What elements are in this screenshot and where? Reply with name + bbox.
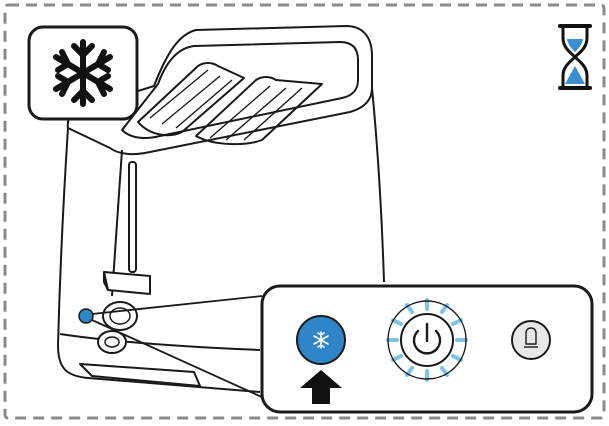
lift-button[interactable] xyxy=(511,320,551,360)
hourglass-icon xyxy=(558,24,592,90)
defrost-button-snowflake-icon xyxy=(313,331,329,349)
power-knob[interactable] xyxy=(386,298,468,382)
lever-track xyxy=(128,161,137,273)
bread-slice-icon xyxy=(524,327,538,348)
crumb-tray-slot xyxy=(79,363,201,387)
toaster-controls xyxy=(78,301,138,354)
arrow-up-icon xyxy=(300,370,342,404)
defrost-button[interactable] xyxy=(296,315,346,365)
toaster-top-plate xyxy=(121,41,359,139)
zoom-connector-lines xyxy=(91,295,265,399)
power-icon xyxy=(412,322,442,355)
toaster-lift-button[interactable] xyxy=(97,330,127,354)
toaster-defrost-led xyxy=(78,308,94,324)
toaster-slot-2 xyxy=(195,76,323,146)
toaster-power-knob[interactable] xyxy=(102,301,138,331)
toaster-slot-grille xyxy=(149,69,303,141)
toaster-bottom-band xyxy=(59,333,261,351)
snowflake-icon xyxy=(53,39,113,107)
lever-handle[interactable] xyxy=(103,271,151,295)
toaster-right-edge xyxy=(371,87,385,283)
toaster-slot-1 xyxy=(137,62,245,137)
dashed-frame xyxy=(3,3,606,420)
toaster-body-outline xyxy=(57,127,261,393)
